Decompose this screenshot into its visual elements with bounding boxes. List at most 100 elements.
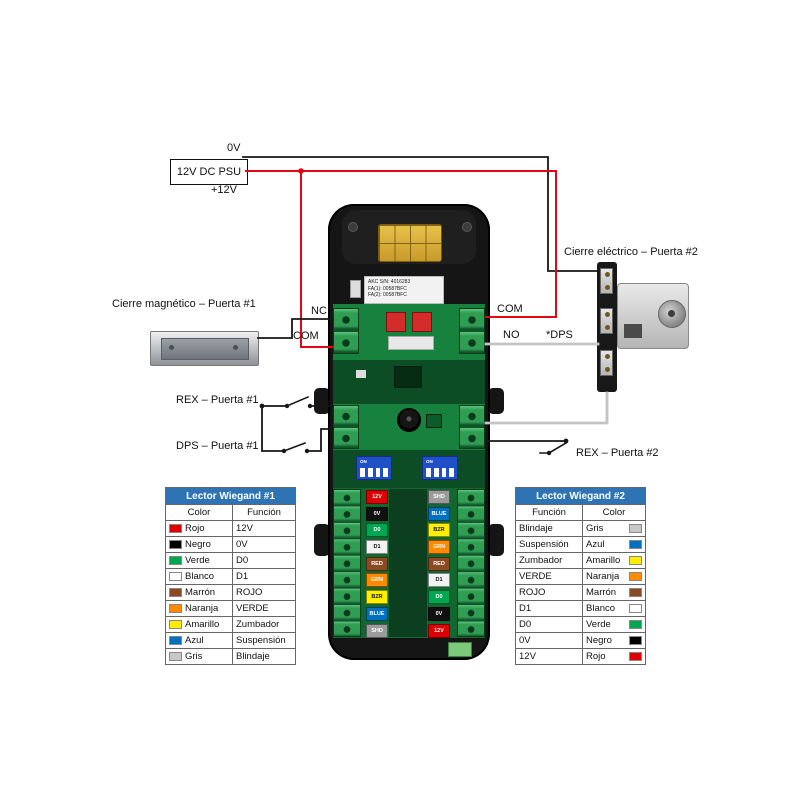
reader2-table-row: ROJO Marrón xyxy=(515,584,646,601)
dip-switch-2: ON xyxy=(422,456,458,480)
junction-dot xyxy=(259,403,265,409)
reader1-table-row: Marrón ROJO xyxy=(165,584,296,601)
wire-function: ROJO xyxy=(515,584,583,601)
wire-tag: BZR xyxy=(428,523,450,538)
color-name: Blanco xyxy=(586,603,616,614)
color-name: Azul xyxy=(185,635,204,646)
reader1-table-row: Verde D0 xyxy=(165,552,296,569)
input-terminal-block-left xyxy=(333,405,359,449)
color-name: Gris xyxy=(586,523,604,534)
ic-chip xyxy=(394,366,422,388)
wire-tag: D1 xyxy=(428,573,450,588)
reader-terminal-strip-left xyxy=(333,489,361,637)
wire-tag: D1 xyxy=(366,540,388,555)
color-name: Negro xyxy=(185,539,211,550)
strike-terminal xyxy=(600,268,613,294)
small-connector xyxy=(350,280,361,298)
reader2-table-row: 12V Rojo xyxy=(515,648,646,665)
wire-color-swatch xyxy=(169,524,182,533)
wire-tag: SHD xyxy=(366,623,388,638)
wire-tag: BLUE xyxy=(428,506,450,521)
wire-function: D0 xyxy=(515,616,583,633)
wire-function: VERDE xyxy=(232,600,296,617)
wire-function: Suspensión xyxy=(232,632,296,649)
maglock-armature-plate xyxy=(161,338,249,360)
wire-color-swatch xyxy=(629,620,642,629)
reader1-table-row: Naranja VERDE xyxy=(165,600,296,617)
reader2-table-row: Suspensión Azul xyxy=(515,536,646,553)
reader2-table-row: 0V Negro xyxy=(515,632,646,649)
color-name: Negro xyxy=(586,635,612,646)
serial-label: AKC S/N: 4016283 FA(1): 00587BFC FA(2): … xyxy=(364,276,444,304)
wire-function: 12V xyxy=(232,520,296,537)
wire-strike-dps xyxy=(484,391,609,425)
wire-function: Blindaje xyxy=(515,520,583,537)
color-name: Marrón xyxy=(586,587,617,598)
nc-label: NC xyxy=(311,305,327,317)
switch-terminal-dot xyxy=(546,450,552,456)
wire-function: VERDE xyxy=(515,568,583,585)
wire-function: 0V xyxy=(232,536,296,553)
wire-color-swatch xyxy=(629,604,642,613)
wire-color-swatch xyxy=(629,636,642,645)
wire-tag: D0 xyxy=(366,523,388,538)
wire-function: Zumbador xyxy=(515,552,583,569)
wire-function: Blindaje xyxy=(232,648,296,665)
com-right-label: COM xyxy=(497,303,523,315)
color-name: Marrón xyxy=(185,587,216,598)
dip-toggles xyxy=(360,468,388,477)
dip-on-label: ON xyxy=(360,459,367,464)
board-ear-left-bottom xyxy=(314,524,330,556)
wire-color-swatch xyxy=(629,652,642,661)
color-name: Verde xyxy=(185,555,210,566)
wire-color-swatch xyxy=(169,636,182,645)
wire-tag: 0V xyxy=(366,506,388,521)
reader2-table-row: Blindaje Gris xyxy=(515,520,646,537)
reader2-table-row: D0 Verde xyxy=(515,616,646,633)
color-name: Gris xyxy=(185,651,203,662)
wire-tag: 12V xyxy=(428,623,450,638)
reader1-table-row: Azul Suspensión xyxy=(165,632,296,649)
wire-function: Zumbador xyxy=(232,616,296,633)
board-ear-right-bottom xyxy=(488,524,504,556)
wire-color-swatch xyxy=(629,524,642,533)
column-header: Función xyxy=(232,504,296,521)
dip-switch-1: ON xyxy=(356,456,392,480)
relay-terminal-block-left xyxy=(333,308,359,354)
color-name: Naranja xyxy=(586,571,620,582)
strike-terminal xyxy=(600,308,613,334)
color-name: Naranja xyxy=(185,603,219,614)
rex2-label: REX – Puerta #2 xyxy=(576,447,659,459)
column-header: Color xyxy=(582,504,646,521)
color-name: Verde xyxy=(586,619,611,630)
serial-line: FA(2): 00587BFC xyxy=(368,292,407,298)
reader1-table-row: Blanco D1 xyxy=(165,568,296,585)
reader1-table-row: Negro 0V xyxy=(165,536,296,553)
wire-tag: BZR xyxy=(366,590,388,605)
dip-toggles xyxy=(426,468,454,477)
psu-box: 12V DC PSU xyxy=(170,159,248,185)
wire-color-swatch xyxy=(169,604,182,613)
wire-color-swatch xyxy=(169,556,182,565)
wiegand-reader1-table: Lector Wiegand #1 Color Función Rojo 12V… xyxy=(165,487,296,665)
wire-function: ROJO xyxy=(232,584,296,601)
color-name: Blanco xyxy=(185,571,215,582)
access-controller-board: AKC S/N: 4016283 FA(1): 00587BFC FA(2): … xyxy=(328,204,490,660)
buzzer xyxy=(397,408,421,432)
color-name: Amarillo xyxy=(185,619,220,630)
wire-color-swatch xyxy=(629,556,642,565)
no-label: NO xyxy=(503,329,520,341)
reader1-table-row: Gris Blindaje xyxy=(165,648,296,665)
wire-tag: D0 xyxy=(428,590,450,605)
reader2-table-row: VERDE Naranja xyxy=(515,568,646,585)
column-header: Función xyxy=(515,504,583,521)
color-name: Azul xyxy=(586,539,605,550)
wire-function: D1 xyxy=(515,600,583,617)
junction-dot xyxy=(298,168,304,174)
magnetic-lock-image xyxy=(150,331,259,366)
junction-dot xyxy=(563,438,569,444)
wire-color-swatch xyxy=(169,540,182,549)
reader1-table-row: Rojo 12V xyxy=(165,520,296,537)
strike-latch xyxy=(624,324,642,338)
